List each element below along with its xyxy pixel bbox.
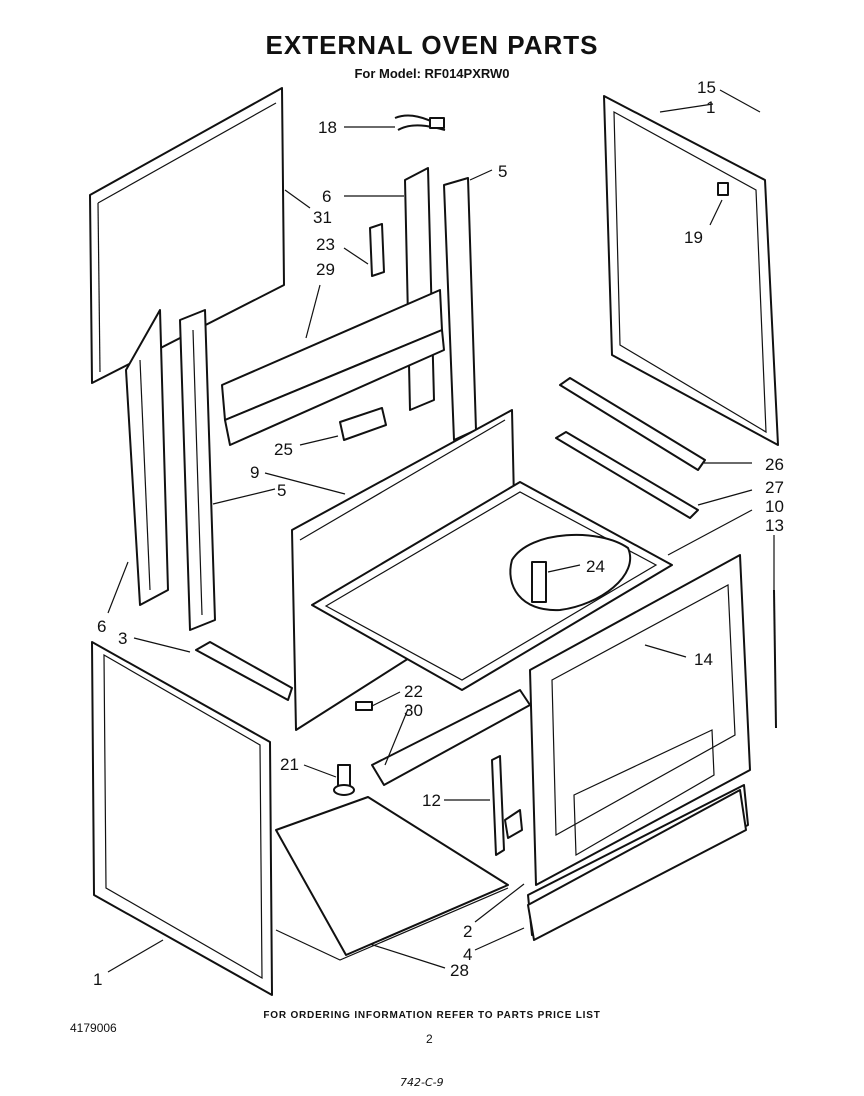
callout-6-left: 6: [97, 617, 106, 636]
callout-3: 3: [118, 629, 127, 648]
callout-15: 15: [697, 78, 716, 97]
handwritten-note: 742-C-9: [400, 1076, 444, 1089]
callout-4: 4: [463, 945, 472, 964]
side-panel-1-bottom: [91, 641, 273, 996]
document-number: 4179006: [70, 1021, 117, 1035]
callout-1-bottom: 1: [93, 970, 102, 989]
callout-27: 27: [765, 478, 784, 497]
terminal-block-25: [339, 407, 387, 441]
front-frame-14: [529, 554, 751, 886]
base-pan-28: [275, 796, 509, 961]
callout-23: 23: [316, 235, 335, 254]
callout-9: 9: [250, 463, 259, 482]
callout-24: 24: [586, 557, 605, 576]
rear-panel-31: [89, 87, 285, 384]
callout-5-mid: 5: [277, 481, 286, 500]
callout-30: 30: [404, 701, 423, 720]
callout-19: 19: [684, 228, 703, 247]
side-rail-6-left: [125, 309, 169, 606]
element-post-24: [531, 561, 547, 603]
clip-22: [355, 701, 373, 711]
channel-30: [371, 689, 531, 786]
bracket-23: [369, 223, 385, 277]
rear-cross-panel-29: [221, 289, 445, 446]
callout-31: 31: [313, 208, 332, 227]
page-number: 2: [426, 1032, 433, 1046]
callout-22: 22: [404, 682, 423, 701]
callout-12: 12: [422, 791, 441, 810]
side-rail-6-top: [404, 167, 435, 411]
callout-6-top: 6: [322, 187, 331, 206]
callout-13: 13: [765, 516, 784, 535]
callout-28: 28: [450, 961, 469, 980]
callout-1-top: 1: [706, 98, 715, 117]
page-title: EXTERNAL OVEN PARTS: [265, 30, 599, 60]
trim-strip-27: [555, 431, 699, 519]
callout-21: 21: [280, 755, 299, 774]
wire-harness-18: [394, 114, 446, 131]
leveling-leg-21: [333, 764, 355, 796]
rod-13: [773, 589, 777, 729]
leader-lines: [107, 89, 775, 973]
callout-10: 10: [765, 497, 784, 516]
bottom-trim-4: [527, 789, 747, 941]
clip-19: [717, 182, 729, 196]
callout-5-top: 5: [498, 162, 507, 181]
callout-14: 14: [694, 650, 713, 669]
callout-25: 25: [274, 440, 293, 459]
side-rail-5-mid: [179, 309, 216, 631]
ordering-note: FOR ORDERING INFORMATION REFER TO PARTS …: [263, 1010, 601, 1021]
callout-18: 18: [318, 118, 337, 137]
side-rail-5-top: [443, 177, 477, 441]
callout-labels: 1 15 18 6 5 31 23 29 19 25 26 9 5 27 10 …: [93, 78, 784, 989]
callout-2: 2: [463, 922, 472, 941]
side-frame-1-top: [603, 95, 779, 446]
model-subtitle: For Model: RF014PXRW0: [354, 66, 510, 81]
trim-strip-26: [559, 377, 706, 471]
bracket-3: [195, 641, 293, 701]
callout-29: 29: [316, 260, 335, 279]
oven-bottom-10: [311, 481, 673, 691]
callout-26: 26: [765, 455, 784, 474]
hinge-12: [491, 755, 523, 856]
